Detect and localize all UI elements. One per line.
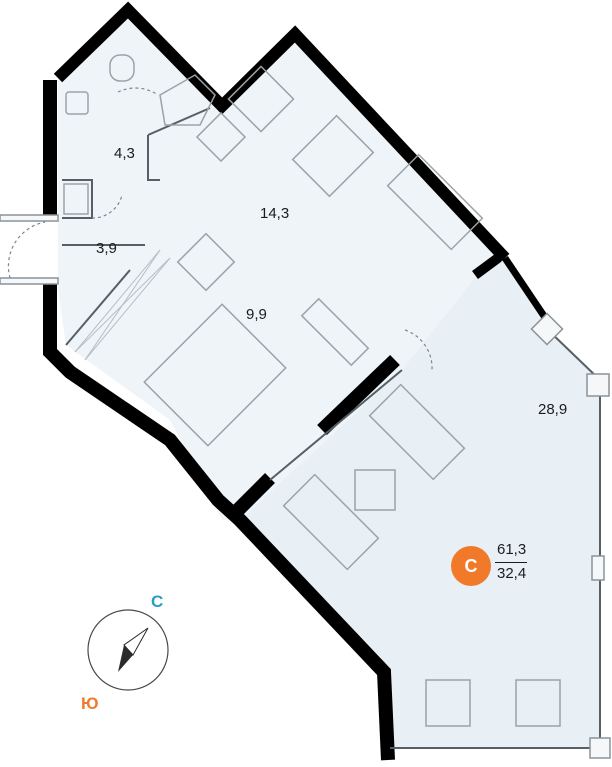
- fridge-icon: [176, 232, 236, 292]
- bathtub-icon: [159, 74, 216, 126]
- compass-needle-icon: [87, 609, 169, 691]
- living-sofa-icon: [282, 473, 380, 571]
- room-area-bedroom: 9,9: [246, 306, 267, 323]
- sink-icon: [65, 91, 89, 115]
- kitchen-sofa-icon: [386, 153, 484, 251]
- room-area-bathroom: 4,3: [114, 145, 135, 162]
- bed-icon: [143, 303, 287, 447]
- desk-icon: [300, 297, 370, 367]
- apartment-type-badge: С: [451, 546, 491, 586]
- doors: [7, 87, 433, 371]
- compass-south-label: Ю: [81, 694, 99, 713]
- chair-right-icon: [515, 679, 561, 727]
- coffee-table-icon: [354, 469, 396, 511]
- stove-icon: [227, 65, 295, 133]
- living-floor: [240, 250, 600, 748]
- toilet-icon: [109, 54, 135, 82]
- dining-table-icon: [291, 114, 375, 198]
- windows: [0, 214, 611, 759]
- compass-north-label: С: [151, 592, 164, 611]
- shower-icon: [63, 183, 89, 215]
- walls: [43, 1, 551, 761]
- furniture: [63, 54, 561, 727]
- wardrobe: [74, 249, 171, 361]
- room-area-hallway: 3,9: [96, 240, 117, 257]
- room-area-living: 28,9: [538, 401, 568, 418]
- area-divider: [495, 562, 527, 563]
- armchair-icon: [368, 383, 466, 481]
- living-area: 32,4: [497, 565, 527, 582]
- total-area: 61,3: [497, 541, 527, 558]
- kitchen-sink-icon: [195, 111, 247, 163]
- chair-left-icon: [425, 679, 471, 727]
- room-area-kitchen: 14,3: [260, 205, 290, 222]
